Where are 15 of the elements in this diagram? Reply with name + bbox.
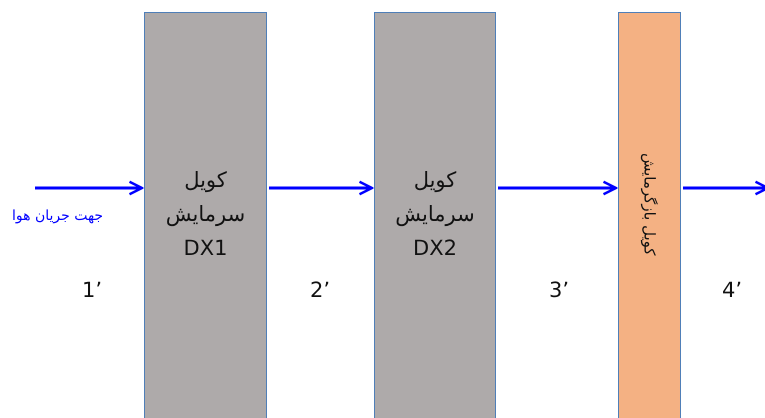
arrow (269, 180, 374, 196)
coil-label: کویل بازگرمایش (640, 153, 658, 256)
edge-label: جهت جریان هوا (12, 208, 104, 224)
point-number: 3’ (549, 278, 570, 302)
coil-label: کویل سرمایش DX1 (166, 167, 246, 262)
point-number: 2’ (310, 278, 330, 302)
point-number: 1’ (82, 278, 102, 302)
coil-block (618, 12, 681, 418)
coil-block (374, 12, 496, 418)
arrow (35, 180, 144, 196)
point-number: 4’ (722, 278, 742, 302)
coil-block (144, 12, 267, 418)
arrow (498, 180, 618, 196)
arrow (683, 180, 765, 196)
coil-label: کویل سرمایش DX2 (395, 167, 475, 262)
